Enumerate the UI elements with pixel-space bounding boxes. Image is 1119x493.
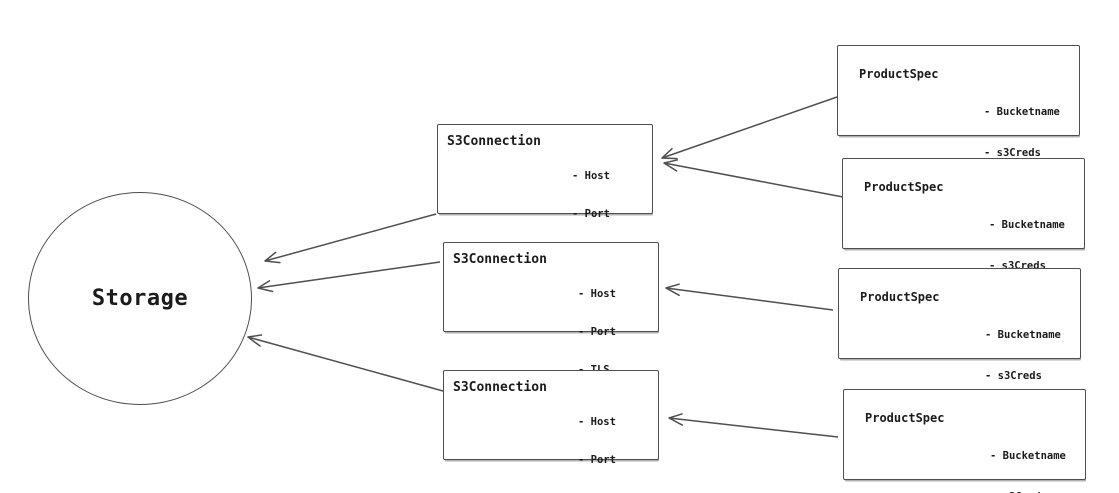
attribute-bucketname: - Bucketname — [990, 449, 1066, 462]
product-spec-node-1: ProductSpec - Bucketname - s3Creds — [837, 45, 1080, 159]
s3-connection-title: S3Connection — [447, 134, 541, 149]
attribute-s3creds: - s3Creds — [990, 491, 1066, 493]
attribute-s3creds: - s3Creds — [985, 369, 1042, 382]
attribute-port: - Port — [578, 325, 616, 338]
product-spec-node-2: ProductSpec - Bucketname - s3Creds — [842, 158, 1085, 272]
s3-connection-attributes: - Host - Port - TLS — [578, 390, 616, 493]
attribute-host: - Host — [578, 287, 616, 300]
edge-product-spec-2-to-s3-connection-1 — [663, 159, 844, 198]
attribute-host: - Host — [578, 415, 616, 428]
product-spec-attributes: - Bucketname - s3Creds — [985, 301, 1061, 411]
s3-connection-node-3: S3Connection - Host - Port - TLS — [443, 370, 659, 493]
s3-connection-title: S3Connection — [453, 252, 547, 267]
attribute-host: - Host — [572, 169, 610, 182]
s3-connection-node-1: S3Connection - Host - Port - TLS — [437, 124, 653, 258]
edge-product-spec-1-to-s3-connection-1 — [661, 96, 838, 160]
storage-node: Storage — [28, 192, 252, 405]
product-spec-title: ProductSpec — [865, 411, 945, 425]
edge-s3-connection-2-to-storage — [257, 261, 441, 293]
edge-s3-connection-3-to-storage — [247, 334, 444, 392]
s3-connection-node-2: S3Connection - Host - Port - TLS — [443, 242, 659, 376]
edge-product-spec-4-to-s3-connection-3 — [668, 413, 839, 438]
storage-label: Storage — [91, 286, 189, 311]
attribute-bucketname: - Bucketname — [985, 328, 1061, 341]
attribute-port: - Port — [572, 207, 610, 220]
edge-product-spec-3-to-s3-connection-2 — [665, 283, 834, 311]
product-spec-title: ProductSpec — [864, 180, 944, 194]
product-spec-node-4: ProductSpec - Bucketname - s3Creds — [843, 389, 1086, 493]
attribute-s3creds: - s3Creds — [984, 146, 1041, 159]
s3-connection-title: S3Connection — [453, 380, 547, 395]
attribute-bucketname: - Bucketname — [989, 218, 1065, 231]
product-spec-title: ProductSpec — [859, 67, 939, 81]
product-spec-attributes: - Bucketname - s3Creds — [984, 78, 1060, 188]
attribute-port: - Port — [578, 453, 616, 466]
product-spec-title: ProductSpec — [860, 290, 940, 304]
product-spec-attributes: - Bucketname - s3Creds — [990, 422, 1066, 493]
product-spec-node-3: ProductSpec - Bucketname - s3Creds — [838, 268, 1081, 382]
edge-s3-connection-1-to-storage — [264, 213, 437, 264]
attribute-bucketname: - Bucketname — [984, 105, 1060, 118]
